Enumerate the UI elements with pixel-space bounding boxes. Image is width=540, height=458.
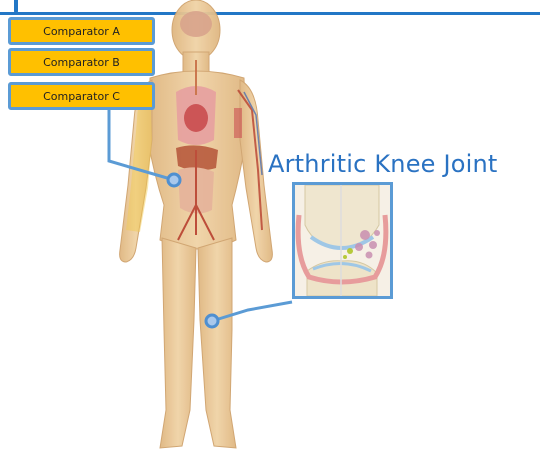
knee-joint-icon [295, 185, 390, 296]
hip-marker[interactable] [168, 174, 180, 186]
inset-title: Arthritic Knee Joint [268, 150, 498, 178]
comparator-b-button[interactable]: Comparator B [8, 48, 155, 76]
comparator-a-button[interactable]: Comparator A [8, 17, 155, 45]
knee-joint-inset [292, 182, 393, 299]
knee-marker[interactable] [206, 315, 218, 327]
comparator-c-button[interactable]: Comparator C [8, 82, 155, 110]
